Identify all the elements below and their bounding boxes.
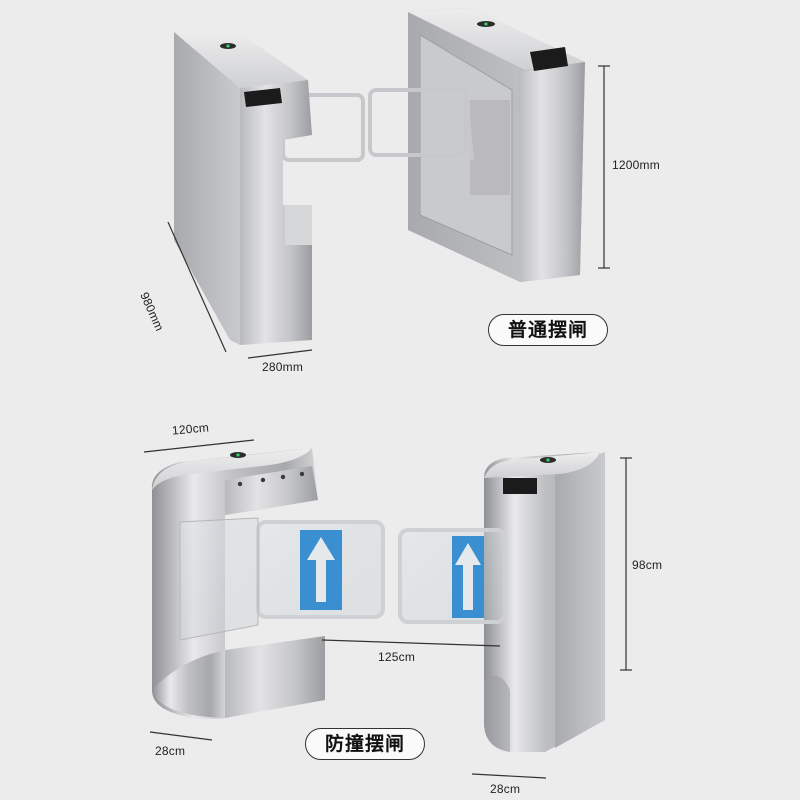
up-arrow-icon	[455, 543, 481, 610]
anti-collision-swing-gate	[143, 439, 632, 779]
top-height-label: 1200mm	[612, 158, 660, 172]
bottom-left-width-label: 28cm	[155, 744, 186, 758]
bottom-dimension-lines	[143, 439, 632, 779]
bottom-product-name-badge: 防撞摆闸	[305, 728, 425, 760]
top-dimension-lines	[167, 65, 610, 359]
swing-panels	[256, 520, 507, 624]
right-cabinet	[408, 8, 585, 282]
left-pillar	[151, 448, 325, 719]
standard-swing-gate	[167, 8, 610, 359]
right-pillar	[484, 452, 605, 752]
card-reader-icon	[530, 47, 568, 71]
top-width-label: 280mm	[262, 360, 304, 374]
card-reader-icon	[503, 478, 537, 494]
up-arrow-icon	[307, 537, 335, 602]
bottom-right-width-label: 28cm	[490, 782, 521, 796]
bottom-height-label: 98cm	[632, 558, 663, 572]
card-reader-icon	[244, 88, 282, 107]
bottom-gap-label: 125cm	[378, 650, 416, 664]
top-product-name-badge: 普通摆闸	[488, 314, 608, 346]
left-cabinet	[174, 28, 312, 345]
